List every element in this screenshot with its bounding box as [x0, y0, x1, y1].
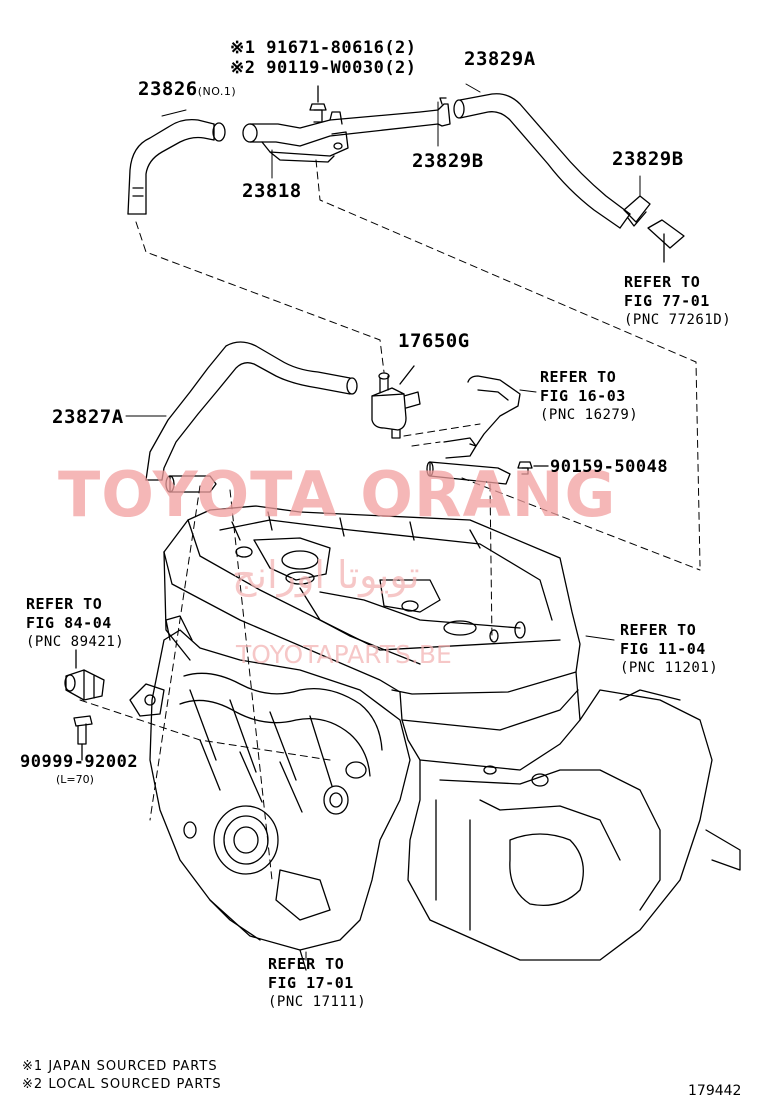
ref-fig-77-01[interactable]: REFER TO FIG 77-01 (PNC 77261D): [624, 273, 731, 330]
callout-bolt-90119: ※2 90119-W0030(2): [230, 60, 417, 77]
callout-clip-90999: 90999-92002: [20, 752, 139, 772]
bolt-90159-symbol: [517, 461, 549, 475]
ref-fig17-line2: FIG 17-01: [268, 974, 354, 992]
ref-fig84-line3: (PNC 89421): [26, 634, 125, 650]
footnote-1: ※1 JAPAN SOURCED PARTS: [22, 1060, 218, 1073]
ref-fig11-line3: (PNC 11201): [620, 660, 719, 676]
hose-23826-label: 23826: [138, 78, 198, 100]
footnote-1-marker: ※1: [22, 1059, 44, 1074]
ref-fig11-line2: FIG 11-04: [620, 640, 706, 658]
ref-fig17-line1: REFER TO: [268, 955, 345, 973]
watermark-site: TOYOTAPARTS.BE: [236, 640, 452, 669]
callout-valve-17650g: 17650G: [398, 330, 470, 352]
footnote-2: ※2 LOCAL SOURCED PARTS: [22, 1078, 222, 1091]
clip-90999-symbol: [73, 715, 93, 761]
footnote-2-marker: ※2: [22, 1077, 44, 1092]
ref-fig84-line2: FIG 84-04: [26, 614, 112, 632]
hose-23827a: [145, 341, 358, 493]
ref-fig17-line3: (PNC 17111): [268, 994, 367, 1010]
note1-marker: ※1: [230, 38, 256, 58]
figure-id: 179442: [688, 1083, 742, 1099]
callout-hose-23829a: 23829A: [464, 48, 536, 70]
clamp-23829b-right: [623, 195, 685, 263]
callout-hose-23827a: 23827A: [52, 406, 124, 428]
bolt-91671-symbol: [309, 85, 327, 123]
note2-marker: ※2: [230, 58, 256, 78]
pipe-23818: [242, 97, 451, 163]
ref-fig16-line2: FIG 16-03: [540, 387, 626, 405]
ref-fig-17-01[interactable]: REFER TO FIG 17-01 (PNC 17111): [268, 955, 366, 1012]
bracket-assembly: [426, 375, 521, 485]
valve-17650g: [371, 365, 421, 439]
ref-fig84-line1: REFER TO: [26, 595, 103, 613]
callout-clamp-23829b-left: 23829B: [412, 150, 484, 172]
ref-fig77-line1: REFER TO: [624, 273, 701, 291]
ref-fig-11-04[interactable]: REFER TO FIG 11-04 (PNC 11201): [620, 621, 718, 678]
callout-hose-23826: 23826(NO.1): [138, 80, 236, 99]
ref-fig11-line1: REFER TO: [620, 621, 697, 639]
ref-fig77-line2: FIG 77-01: [624, 292, 710, 310]
footnote-2-text: LOCAL SOURCED PARTS: [48, 1077, 222, 1092]
callout-clip-90999-length: (L=70): [56, 773, 94, 786]
intake-manifold: [129, 615, 411, 971]
callout-clamp-23829b-right: 23829B: [612, 148, 684, 170]
ref-fig-16-03[interactable]: REFER TO FIG 16-03 (PNC 16279): [540, 368, 638, 425]
ref-fig16-line1: REFER TO: [540, 368, 617, 386]
ref-fig77-line3: (PNC 77261D): [624, 312, 732, 328]
watermark-brand: TOYOTA ORANG: [58, 458, 617, 531]
callout-bolt-91671: ※1 91671-80616(2): [230, 40, 417, 57]
callout-pipe-23818: 23818: [242, 180, 302, 202]
callout-bolt-90159: 90159-50048: [550, 457, 669, 477]
engine-block: [163, 505, 741, 961]
leader-lines: [125, 83, 641, 961]
footnote-1-text: JAPAN SOURCED PARTS: [48, 1059, 218, 1074]
hose-23829a: [453, 93, 631, 229]
ref-fig16-line3: (PNC 16279): [540, 407, 639, 423]
watermark-arabic: تويوتا اورانج: [232, 553, 420, 597]
hose-23826: [127, 118, 226, 215]
bolt-91671-label: 91671-80616(2): [266, 38, 417, 58]
sensor-89421: [64, 649, 105, 701]
ref-fig-84-04[interactable]: REFER TO FIG 84-04 (PNC 89421): [26, 595, 124, 652]
hose-23826-sub: (NO.1): [197, 85, 237, 98]
bolt-90119-label: 90119-W0030(2): [266, 58, 417, 78]
